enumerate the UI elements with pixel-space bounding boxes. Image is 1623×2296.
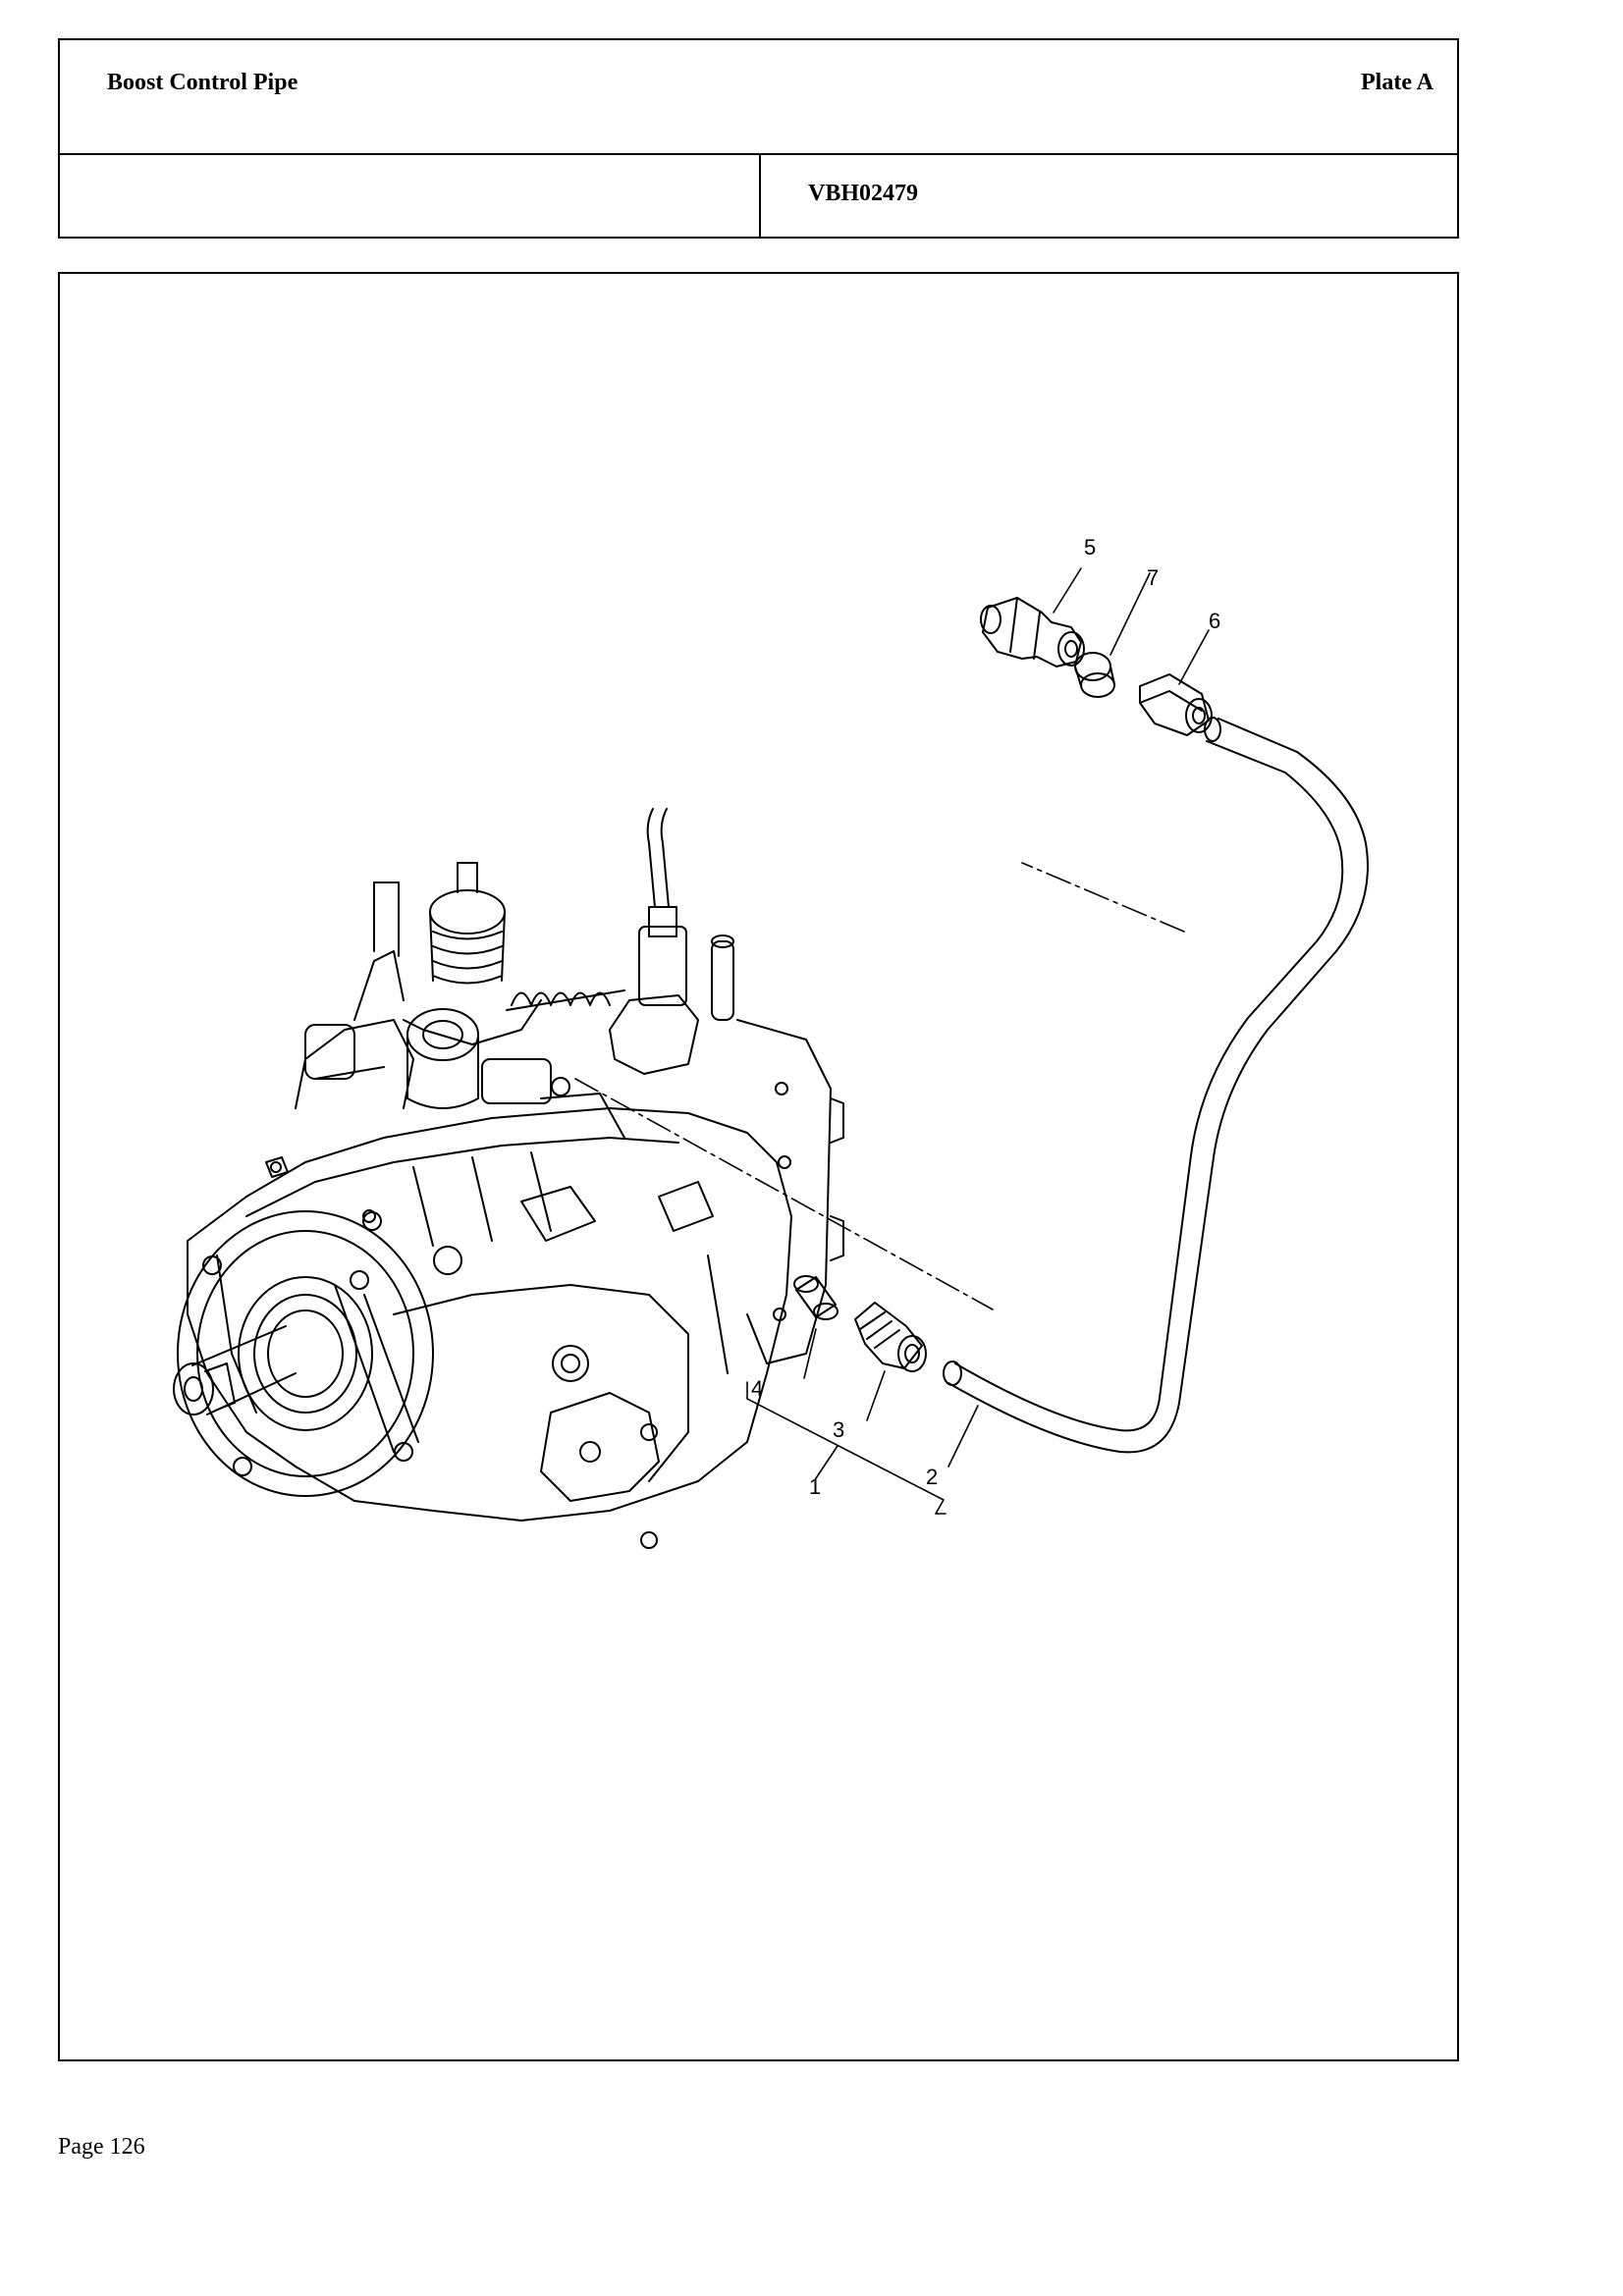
exploded-parts-diagram: 5 7 6 4 3 1 2 bbox=[173, 535, 1369, 1549]
leader-lines bbox=[746, 567, 1210, 1515]
callout-2: 2 bbox=[926, 1465, 938, 1489]
part-2-boost-pipe bbox=[943, 717, 1369, 1454]
part-7-washer bbox=[1074, 652, 1115, 698]
callout-5: 5 bbox=[1084, 535, 1096, 560]
page-title: Boost Control Pipe bbox=[107, 70, 298, 95]
callout-6: 6 bbox=[1209, 609, 1220, 633]
header-divider bbox=[759, 155, 761, 237]
callout-4: 4 bbox=[751, 1376, 763, 1401]
assembly-centerline bbox=[574, 1078, 994, 1310]
page-number: Page 126 bbox=[58, 2134, 145, 2160]
plate-label: Plate A bbox=[1361, 70, 1434, 95]
part-3-union-nut bbox=[854, 1302, 927, 1372]
part-6-pipe-nut bbox=[1139, 673, 1213, 736]
header-title-row: Boost Control Pipe Plate A bbox=[58, 38, 1459, 155]
injection-pump-illustration bbox=[173, 808, 844, 1549]
part-5-adaptor bbox=[980, 597, 1085, 667]
callout-1: 1 bbox=[809, 1474, 821, 1499]
part-4-sleeve bbox=[793, 1275, 839, 1320]
illustration-frame: 5 7 6 4 3 1 2 bbox=[58, 272, 1459, 2061]
callout-7: 7 bbox=[1147, 565, 1159, 590]
header-code-row: VBH02479 bbox=[58, 153, 1459, 239]
callout-3: 3 bbox=[833, 1417, 844, 1442]
illustration-code: VBH02479 bbox=[808, 181, 919, 206]
upper-centerline bbox=[1021, 862, 1185, 933]
